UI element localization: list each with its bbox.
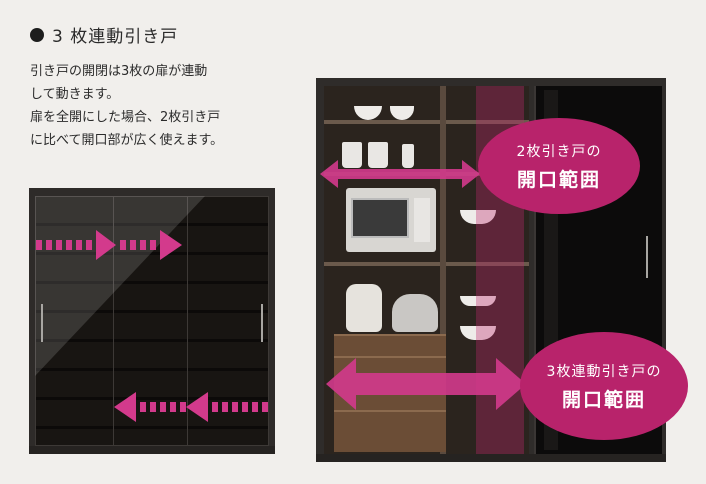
callout-line1: 3枚連動引き戸の xyxy=(546,363,662,380)
bullet-dot-icon xyxy=(30,27,44,42)
callout-two-door-range: 2枚引き戸の 開口範囲 xyxy=(478,118,640,214)
bowl xyxy=(354,106,382,120)
plate-stack xyxy=(460,296,496,306)
drawer xyxy=(334,410,446,452)
canister xyxy=(368,142,388,168)
shelf-divider xyxy=(440,86,446,454)
callout-line1: 2枚引き戸の xyxy=(516,143,602,160)
double-arrow-icon xyxy=(320,160,480,188)
microwave xyxy=(346,188,436,252)
drawer xyxy=(334,334,446,356)
callout-line2: 開口範囲 xyxy=(516,168,601,191)
description-line: に比べて開口部が広く使えます。 xyxy=(30,133,224,148)
description-line: 引き戸の開閉は3枚の扉が連動 xyxy=(30,64,208,79)
microwave-door xyxy=(351,198,409,238)
section-title: 3 枚連動引き戸 xyxy=(30,22,178,47)
arrow-left-icon xyxy=(114,392,268,422)
callout-line2: 開口範囲 xyxy=(561,388,646,411)
canister xyxy=(342,142,362,168)
section-title-text: 3 枚連動引き戸 xyxy=(52,27,179,47)
cabinet-base xyxy=(29,446,275,454)
electric-kettle xyxy=(346,284,382,332)
arrow-right-icon xyxy=(36,230,182,260)
door-handle xyxy=(261,304,263,342)
double-arrow-icon xyxy=(326,358,526,410)
callout-three-door-range: 3枚連動引き戸の 開口範囲 xyxy=(520,332,688,440)
door-handle xyxy=(41,304,43,342)
door-handle xyxy=(646,236,648,278)
cabinet-base xyxy=(316,454,666,462)
bowl xyxy=(460,210,496,224)
glass-reflection xyxy=(35,196,205,376)
canister xyxy=(402,144,414,168)
microwave-controls xyxy=(414,198,430,242)
description-text: 引き戸の開閉は3枚の扉が連動 して動きます。 扉を全開にした場合、2枚引き戸 に… xyxy=(30,60,270,152)
shelf xyxy=(324,262,529,266)
bowl xyxy=(460,326,496,340)
description-line: 扉を全開にした場合、2枚引き戸 xyxy=(30,110,221,125)
description-line: して動きます。 xyxy=(30,87,120,102)
rice-cooker xyxy=(392,294,438,332)
bowl xyxy=(390,106,414,120)
shelf xyxy=(324,120,529,124)
